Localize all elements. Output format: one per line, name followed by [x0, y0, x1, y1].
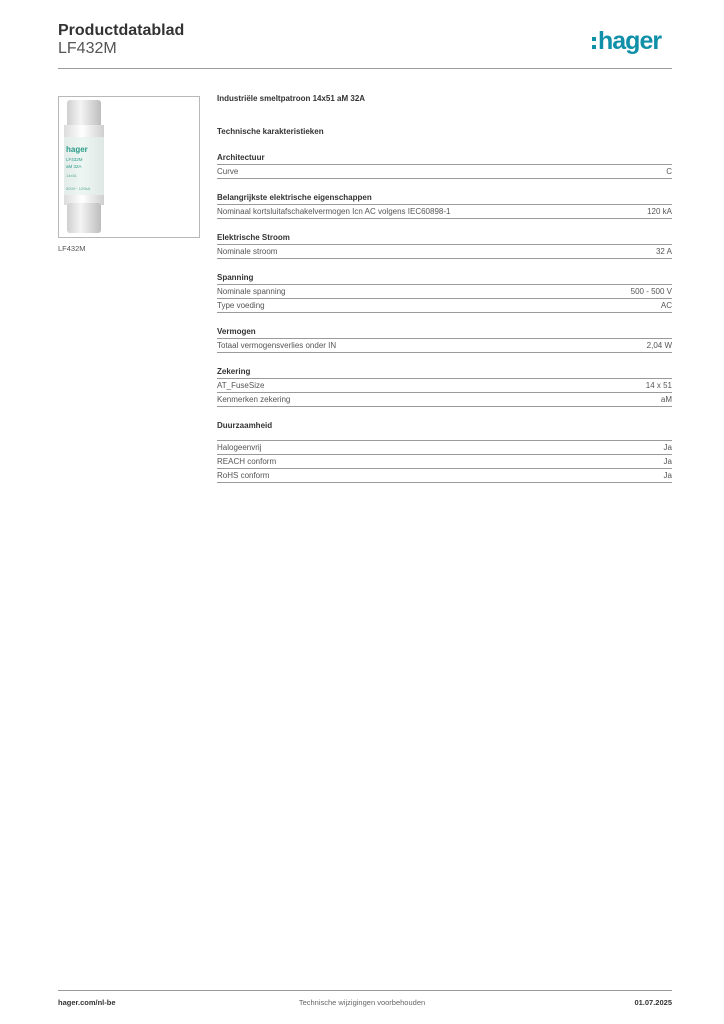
spec-value: Ja	[663, 443, 672, 452]
spec-value: 14 x 51	[645, 381, 672, 390]
spec-row: RoHS conform Ja	[217, 469, 672, 483]
spec-row: Nominale spanning 500 - 500 V	[217, 285, 672, 299]
spec-group-title: Belangrijkste elektrische eigenschappen	[217, 193, 672, 205]
spec-content: Industriële smeltpatroon 14x51 aM 32A Te…	[217, 94, 672, 483]
footer-notice: Technische wijzigingen voorbehouden	[298, 998, 426, 1007]
header-divider	[58, 68, 672, 69]
spec-row: Type voeding AC	[217, 299, 672, 313]
spec-group-title: Duurzaamheid	[217, 421, 273, 430]
spec-row: Nominale stroom 32 A	[217, 245, 672, 259]
fuse-label-line1: LF432M	[66, 157, 83, 162]
spec-label: Curve	[217, 167, 239, 176]
page-title: Productdatablad	[58, 22, 185, 39]
spec-group-title: Architectuur	[217, 153, 672, 165]
spec-value: C	[666, 167, 672, 176]
spec-value: AC	[660, 301, 672, 310]
spec-label: Nominale spanning	[217, 287, 286, 296]
spec-label: RoHS conform	[217, 471, 270, 480]
hager-logo: hager	[592, 26, 662, 56]
spec-label: Nominale stroom	[217, 247, 278, 256]
spec-label: Totaal vermogensverlies onder IN	[217, 341, 337, 350]
spec-group-gap	[217, 432, 672, 441]
spec-label: AT_FuseSize	[217, 381, 265, 390]
footer-website-link[interactable]: hager.com/nl-be	[58, 998, 116, 1007]
footer-divider	[58, 990, 672, 991]
spec-label: Type voeding	[217, 301, 265, 310]
logo-colon-icon	[592, 37, 596, 49]
spec-value: 32 A	[655, 247, 672, 256]
spec-group-title: Vermogen	[217, 327, 672, 339]
spec-group-title: Elektrische Stroom	[217, 233, 672, 245]
spec-label: Nominaal kortsluitafschakelvermogen Icn …	[217, 207, 451, 216]
product-image: hager LF432M aM 32A 14x51 500V~ 120kA	[58, 96, 200, 238]
spec-row: Nominaal kortsluitafschakelvermogen Icn …	[217, 205, 672, 219]
spec-group-title: Spanning	[217, 273, 672, 285]
spec-label: REACH conform	[217, 457, 277, 466]
spec-section-title: Technische karakteristieken	[217, 127, 324, 136]
product-description: Industriële smeltpatroon 14x51 aM 32A	[217, 94, 366, 103]
spec-value: 120 kA	[647, 207, 672, 216]
spec-row: Totaal vermogensverlies onder IN 2,04 W	[217, 339, 672, 353]
spec-row: Kenmerken zekering aM	[217, 393, 672, 407]
spec-value: aM	[660, 395, 672, 404]
spec-label: Kenmerken zekering	[217, 395, 291, 404]
product-code-subtitle: LF432M	[58, 40, 117, 57]
spec-value: 2,04 W	[646, 341, 672, 350]
spec-value: Ja	[663, 471, 672, 480]
spec-value: Ja	[663, 457, 672, 466]
fuse-label-line2: aM 32A	[66, 164, 82, 169]
spec-row: AT_FuseSize 14 x 51	[217, 379, 672, 393]
logo-text: hager	[598, 26, 662, 55]
fuse-label-line4: 500V~ 120kA	[66, 186, 90, 191]
spec-group-title: Zekering	[217, 367, 672, 379]
image-caption: LF432M	[58, 244, 86, 253]
fuse-label-line3: 14x51	[66, 173, 78, 178]
spec-row: Curve C	[217, 165, 672, 179]
spec-value: 500 - 500 V	[630, 287, 672, 296]
spec-row: Halogeenvrij Ja	[217, 441, 672, 455]
spec-row: REACH conform Ja	[217, 455, 672, 469]
fuse-label-brand: hager	[66, 145, 88, 154]
footer-date: 01.07.2025	[634, 998, 672, 1007]
fuse-cartridge-image: hager LF432M aM 32A 14x51 500V~ 120kA	[64, 100, 104, 233]
spec-label: Halogeenvrij	[217, 443, 262, 452]
